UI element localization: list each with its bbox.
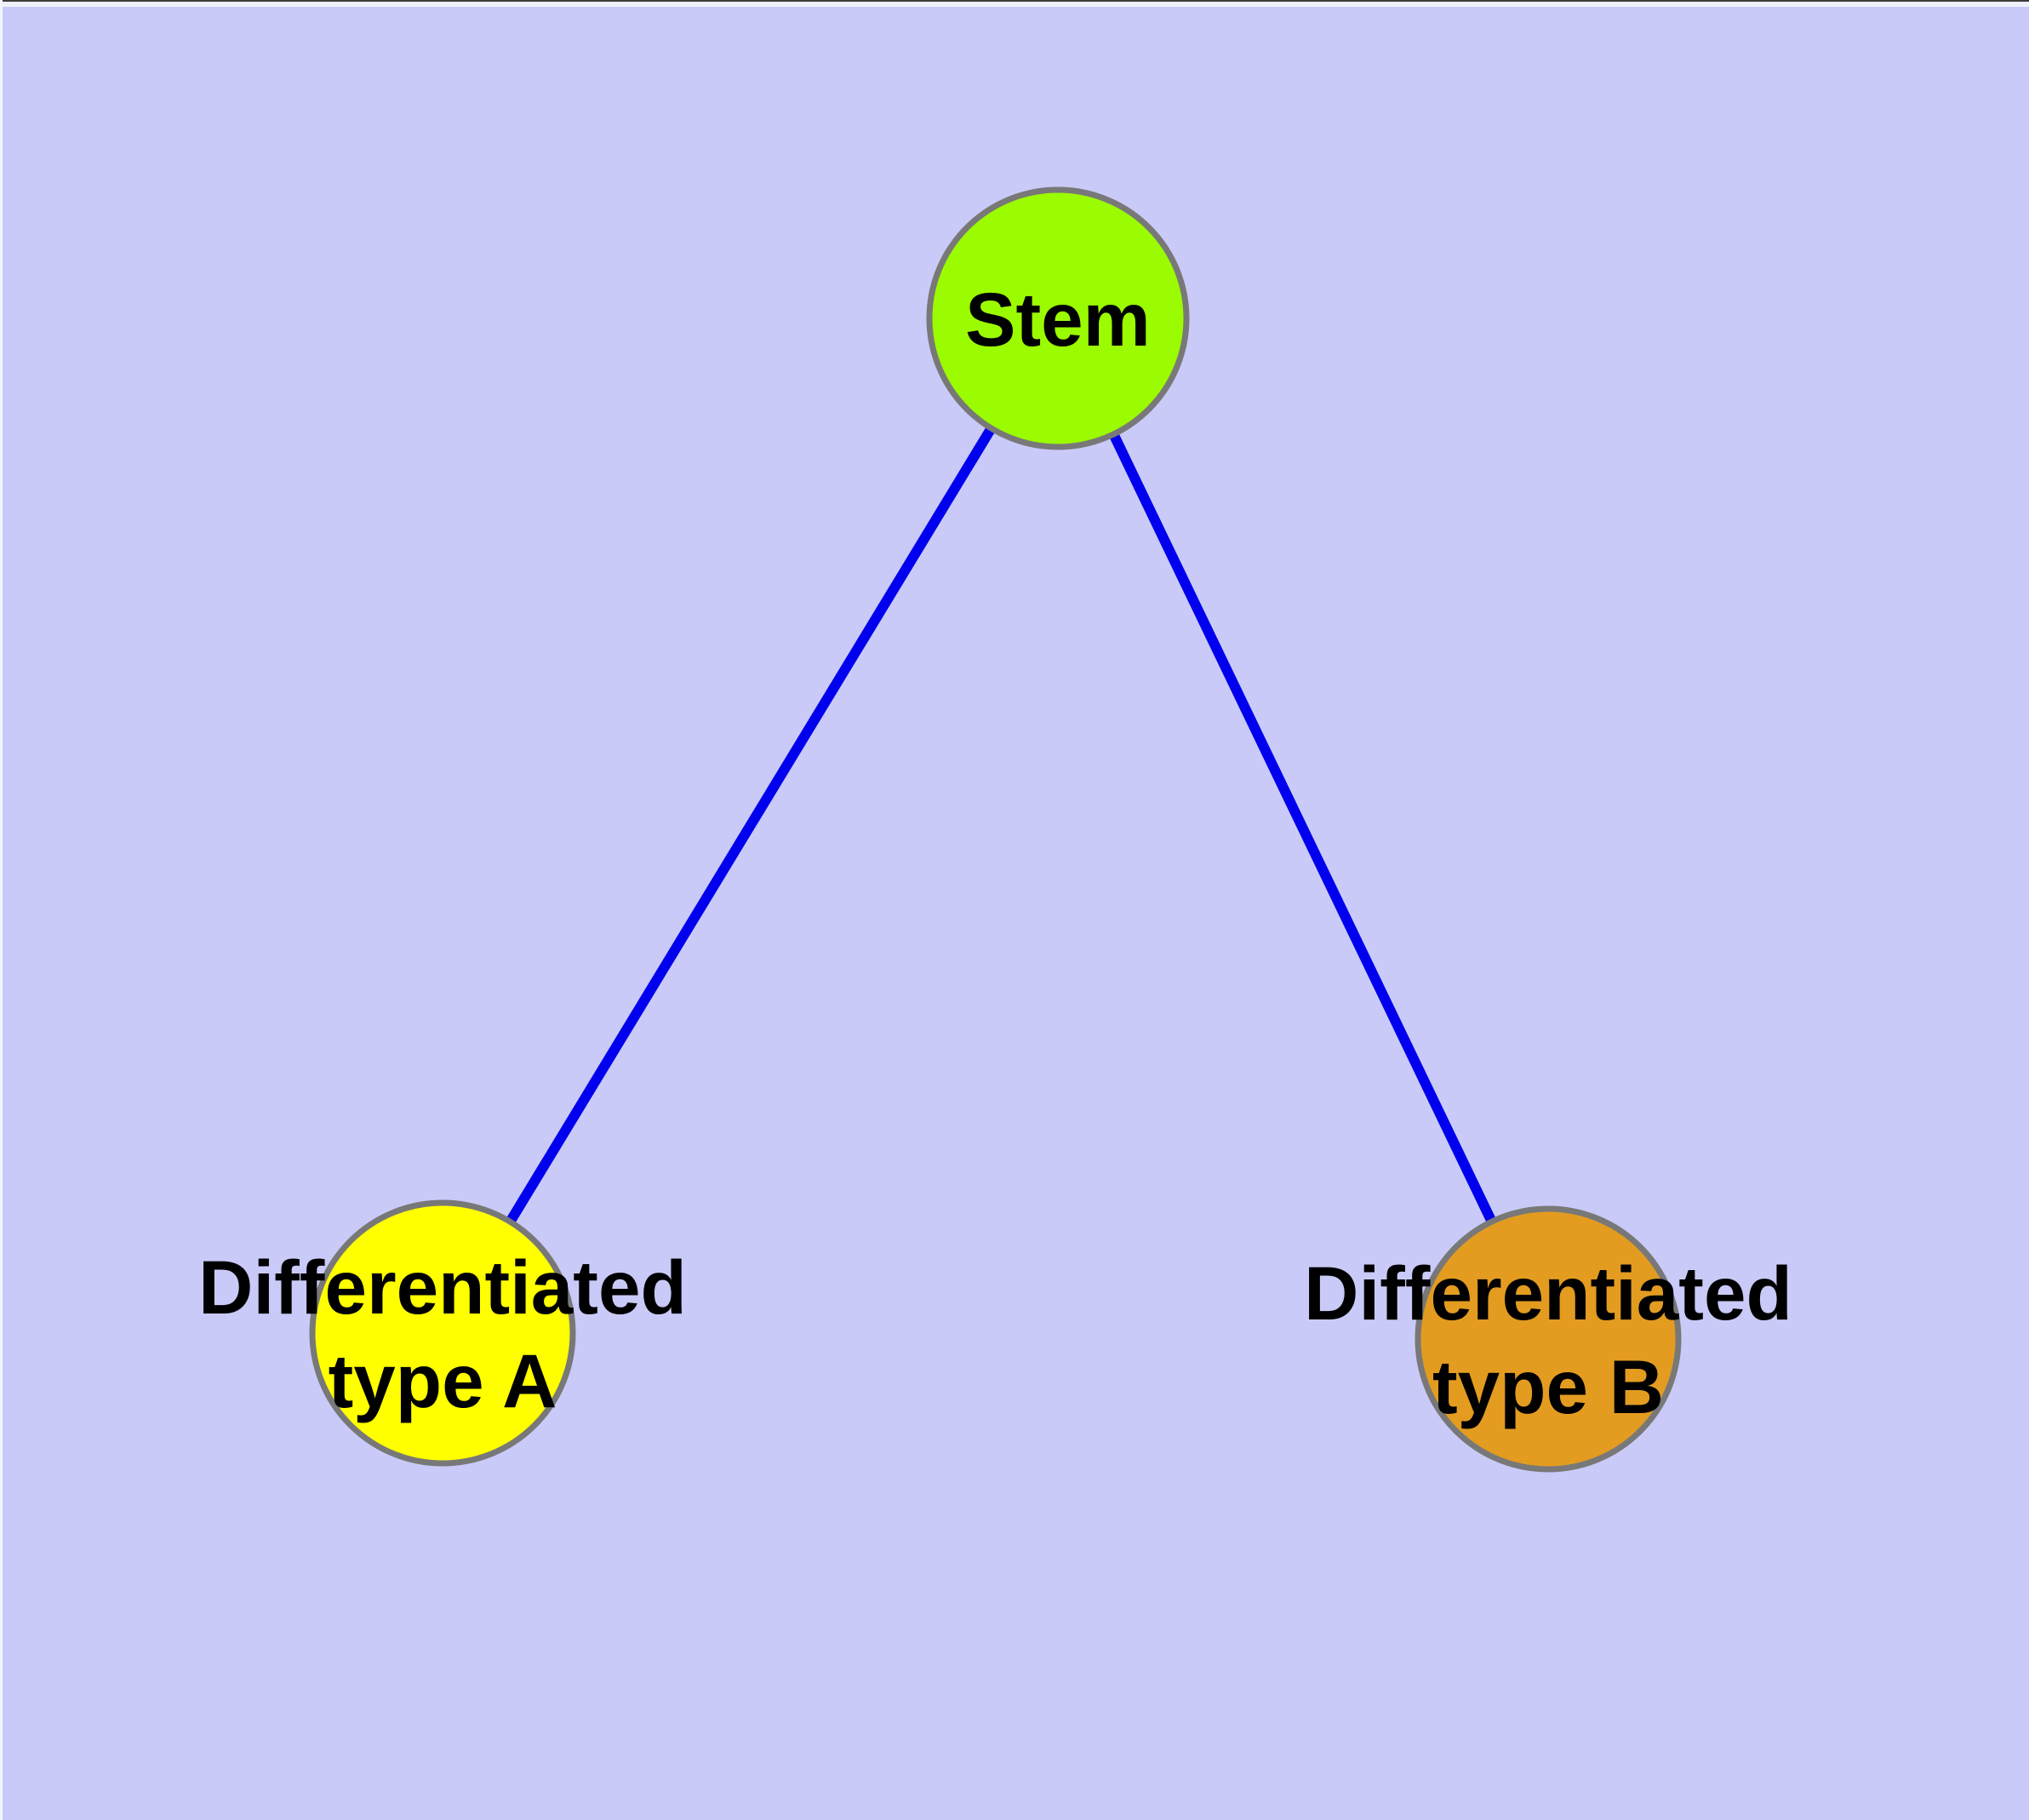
node-circle-differentiated-type-a <box>309 1199 576 1467</box>
graph-edge-stem-to-differentiated-type-b <box>1053 316 1553 1342</box>
edges-layer <box>437 315 1553 1342</box>
top-edge-line <box>0 0 2029 2</box>
node-circle-stem <box>926 186 1190 450</box>
top-edge-strip <box>0 2 2029 7</box>
left-edge-strip <box>0 0 3 1820</box>
node-circle-differentiated-type-b <box>1415 1205 1682 1473</box>
graph-edge-stem-to-differentiated-type-a <box>437 315 1063 1336</box>
node-label-stem: Stem <box>965 277 1151 362</box>
graph-node-stem: Stem <box>926 186 1190 450</box>
